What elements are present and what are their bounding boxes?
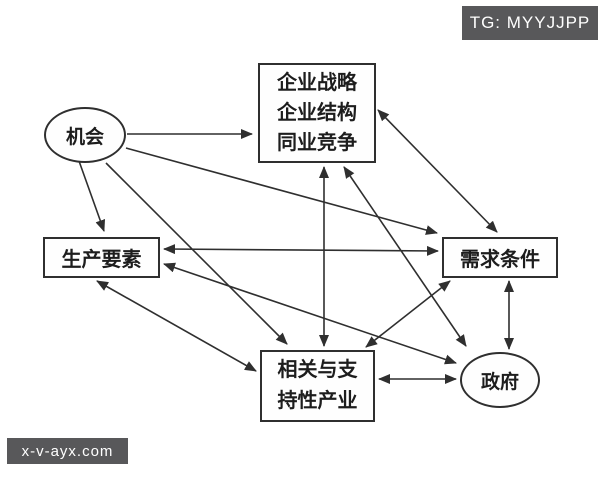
node-chance: 机会 [44, 107, 126, 163]
edge-demand-related [365, 280, 451, 348]
node-government: 政府 [460, 352, 540, 408]
edge-factors-government [163, 262, 457, 365]
node-demand-conditions: 需求条件 [442, 237, 558, 278]
node-factor-conditions: 生产要素 [43, 237, 160, 278]
edge-factors-related [96, 280, 257, 372]
watermark-site-badge: x-v-ayx.com [7, 438, 128, 464]
node-firm-strategy-structure-rivalry: 企业战略 企业结构 同业竞争 [258, 63, 376, 163]
watermark-tg-badge: TG: MYYJJPP [462, 6, 598, 40]
edge-factors-demand [163, 244, 439, 256]
node-related-supporting-industries: 相关与支 持性产业 [260, 350, 375, 422]
edge-strategy-demand [377, 109, 498, 233]
edge-chance-factors [78, 160, 106, 232]
